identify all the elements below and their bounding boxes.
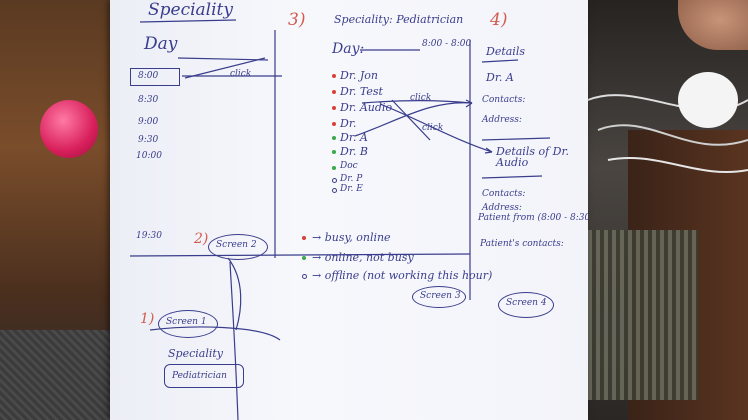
screen1-label: Screen 1 (166, 317, 207, 327)
legend-busy: → busy, online (312, 231, 391, 244)
screen4-field: Patient's contacts: (480, 239, 564, 249)
screen4-details-title: Details of Dr. Audio (496, 145, 570, 169)
screen3-time-range: 8:00 - 8:00 (422, 39, 472, 49)
sketch-lines (129, 19, 551, 420)
status-dot-busy (332, 74, 336, 78)
doctor-item: Dr. E (340, 184, 363, 194)
doctor-item: Dr. Audio (340, 101, 393, 114)
time-slot: 10:00 (136, 151, 162, 161)
screen4-field: Contacts: (482, 95, 526, 105)
screen4-field: Dr. A (486, 71, 514, 84)
screen1-number: 1) (140, 311, 155, 327)
status-dot-online (332, 166, 336, 170)
screen2-day-label: Day (144, 34, 178, 54)
screen4-title: Details (486, 45, 525, 58)
doctor-item: Dr. Test (340, 85, 383, 98)
time-slot-selected (130, 68, 180, 86)
doctor-item: Dr. P (340, 174, 363, 184)
screen4-field: Patient from (8:00 - 8:30) (478, 213, 588, 223)
screen3-day-label: Day: (332, 41, 365, 57)
doctor-item: Dr. (340, 117, 357, 130)
status-dot-online (332, 150, 336, 154)
screen1-speciality-value: Pediatrician (172, 371, 227, 381)
screen4-field: Address: (482, 115, 522, 125)
screen2-label: Screen 2 (216, 240, 257, 250)
legend-dot-online (302, 256, 306, 260)
legend-dot-offline (302, 274, 307, 279)
time-slot: 9:30 (138, 135, 159, 145)
screen1-speciality-label: Speciality (168, 347, 223, 360)
screen3-number: 3) (288, 10, 306, 30)
doctor-item: Dr. B (340, 145, 368, 158)
screen4-number: 4) (490, 10, 508, 30)
screen3-click-label-1: click (410, 93, 432, 103)
status-dot-offline (332, 188, 337, 193)
screen2-click-label: click (230, 69, 252, 79)
screen1-field-box (164, 364, 244, 388)
time-slot: 9:00 (138, 117, 159, 127)
paper-sheet: Speciality Day click 8:00 8:30 9:00 9:30… (110, 0, 588, 420)
screen3-oval (412, 286, 466, 308)
screen4-oval (498, 292, 554, 318)
screen2-oval (208, 234, 268, 260)
status-dot-offline (332, 178, 337, 183)
screen3-click-label-2: click (422, 123, 444, 133)
screen4-field: Contacts: (482, 189, 526, 199)
time-slot: 8:30 (138, 95, 159, 105)
legend-dot-busy (302, 236, 306, 240)
time-slot: 19:30 (136, 231, 162, 241)
legend-offline: → offline (not working this hour) (312, 269, 493, 282)
legend-online: → online, not busy (312, 251, 414, 264)
screen3-title: Speciality: Pediatrician (334, 13, 464, 26)
screen4-label: Screen 4 (506, 298, 547, 308)
basket (588, 230, 698, 400)
pink-ball (40, 100, 98, 158)
doctor-item: Dr. A (340, 131, 368, 144)
time-slot: 8:00 (138, 71, 159, 81)
screen2-title: Speciality (148, 0, 233, 20)
doctor-item: Dr. Jon (340, 69, 378, 82)
screen4-field: Address: (482, 203, 522, 213)
screen2-number: 2) (194, 231, 209, 247)
status-dot-busy (332, 106, 336, 110)
status-dot-busy (332, 90, 336, 94)
cables (587, 72, 748, 174)
screen3-label: Screen 3 (420, 291, 461, 301)
status-dot-online (332, 136, 336, 140)
doctor-item: Doc (340, 161, 358, 171)
status-dot-busy (332, 122, 336, 126)
screen1-oval (158, 310, 218, 338)
